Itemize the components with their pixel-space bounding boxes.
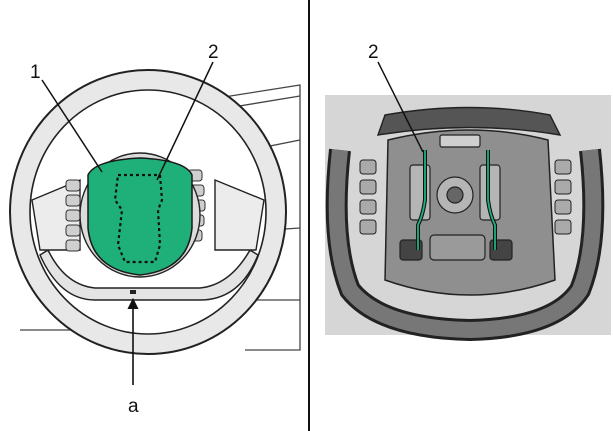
photo-left-buttons: [359, 159, 377, 235]
photo-right-buttons: [554, 159, 572, 235]
callout-right-2: 2: [368, 42, 379, 63]
leader-line-2: [156, 61, 214, 181]
callout-a: a: [128, 396, 139, 417]
airbag-internal-outline: [113, 173, 164, 264]
right-panel: 2: [325, 42, 611, 342]
leader-line-right-2: [377, 61, 424, 153]
airbag-module: [87, 157, 193, 276]
left-button-cluster: [65, 179, 81, 252]
callout-2: 2: [208, 42, 219, 63]
wheel-photo: [325, 106, 605, 342]
mark-a: [130, 290, 136, 294]
leader-line-1: [41, 79, 103, 173]
left-panel: 1 2 a: [9, 42, 301, 417]
callout-1: 1: [30, 62, 41, 83]
